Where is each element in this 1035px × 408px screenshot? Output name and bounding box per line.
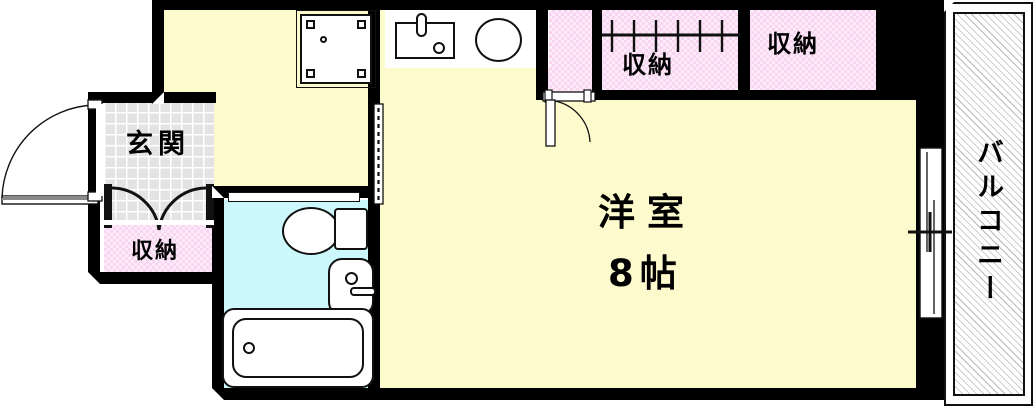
bath-door-panel[interactable] xyxy=(228,192,360,202)
wall-bottom xyxy=(368,388,924,400)
label-genkan: 玄関 xyxy=(126,129,190,160)
label-balcony: バルコニー xyxy=(972,138,1003,308)
wall-closet-divider-1 xyxy=(536,8,548,100)
wm-drain-hole xyxy=(320,36,327,43)
washing-machine-pan-outline xyxy=(296,10,376,88)
wall-genkan-bottom xyxy=(88,272,224,284)
wall-genkan-left xyxy=(88,92,100,284)
wall-closet-divider-3 xyxy=(738,8,750,100)
label-closet-rail: 収納 xyxy=(622,51,674,79)
wall-bath-left xyxy=(212,186,224,400)
wall-right-vertical xyxy=(916,8,944,400)
toilet-tank xyxy=(334,208,368,250)
wash-basin-faucet xyxy=(350,287,376,296)
wm-foot-br xyxy=(357,69,366,78)
wm-foot-bl xyxy=(306,69,315,78)
wall-left-upper xyxy=(152,0,164,100)
closet-small-fill xyxy=(546,10,594,100)
washing-machine-pan xyxy=(300,14,372,84)
label-western-room: 洋室 xyxy=(598,191,696,234)
wm-foot-tr xyxy=(357,20,366,29)
kitchen-faucet xyxy=(416,13,427,37)
entrance-closet-fill xyxy=(104,224,214,272)
wall-closet-divider-2 xyxy=(592,8,602,100)
label-entrance-closet: 収納 xyxy=(131,239,180,264)
closet-right-fill xyxy=(748,10,876,92)
wall-kitchen-left-lower xyxy=(152,92,164,104)
wall-hall-bath-stub xyxy=(368,104,380,186)
wall-closet-bottom-rail xyxy=(592,90,878,100)
wall-right-upper-filler xyxy=(876,8,916,100)
label-closet-right: 収納 xyxy=(767,30,819,58)
wall-top xyxy=(152,0,944,10)
wall-bath-bottom xyxy=(212,388,382,400)
label-room-size: 8帖 xyxy=(608,252,683,295)
toilet-bowl xyxy=(282,207,340,255)
wm-foot-tl xyxy=(306,20,315,29)
bathtub-drain xyxy=(243,342,255,354)
kitchen-sink-drain xyxy=(433,42,445,54)
closet-rail-fill xyxy=(600,10,740,92)
kitchen-cooktop-burner xyxy=(475,18,522,62)
balcony-floor xyxy=(953,12,1025,396)
balcony-outer-frame xyxy=(944,2,1033,406)
wash-basin-drain xyxy=(345,272,358,285)
